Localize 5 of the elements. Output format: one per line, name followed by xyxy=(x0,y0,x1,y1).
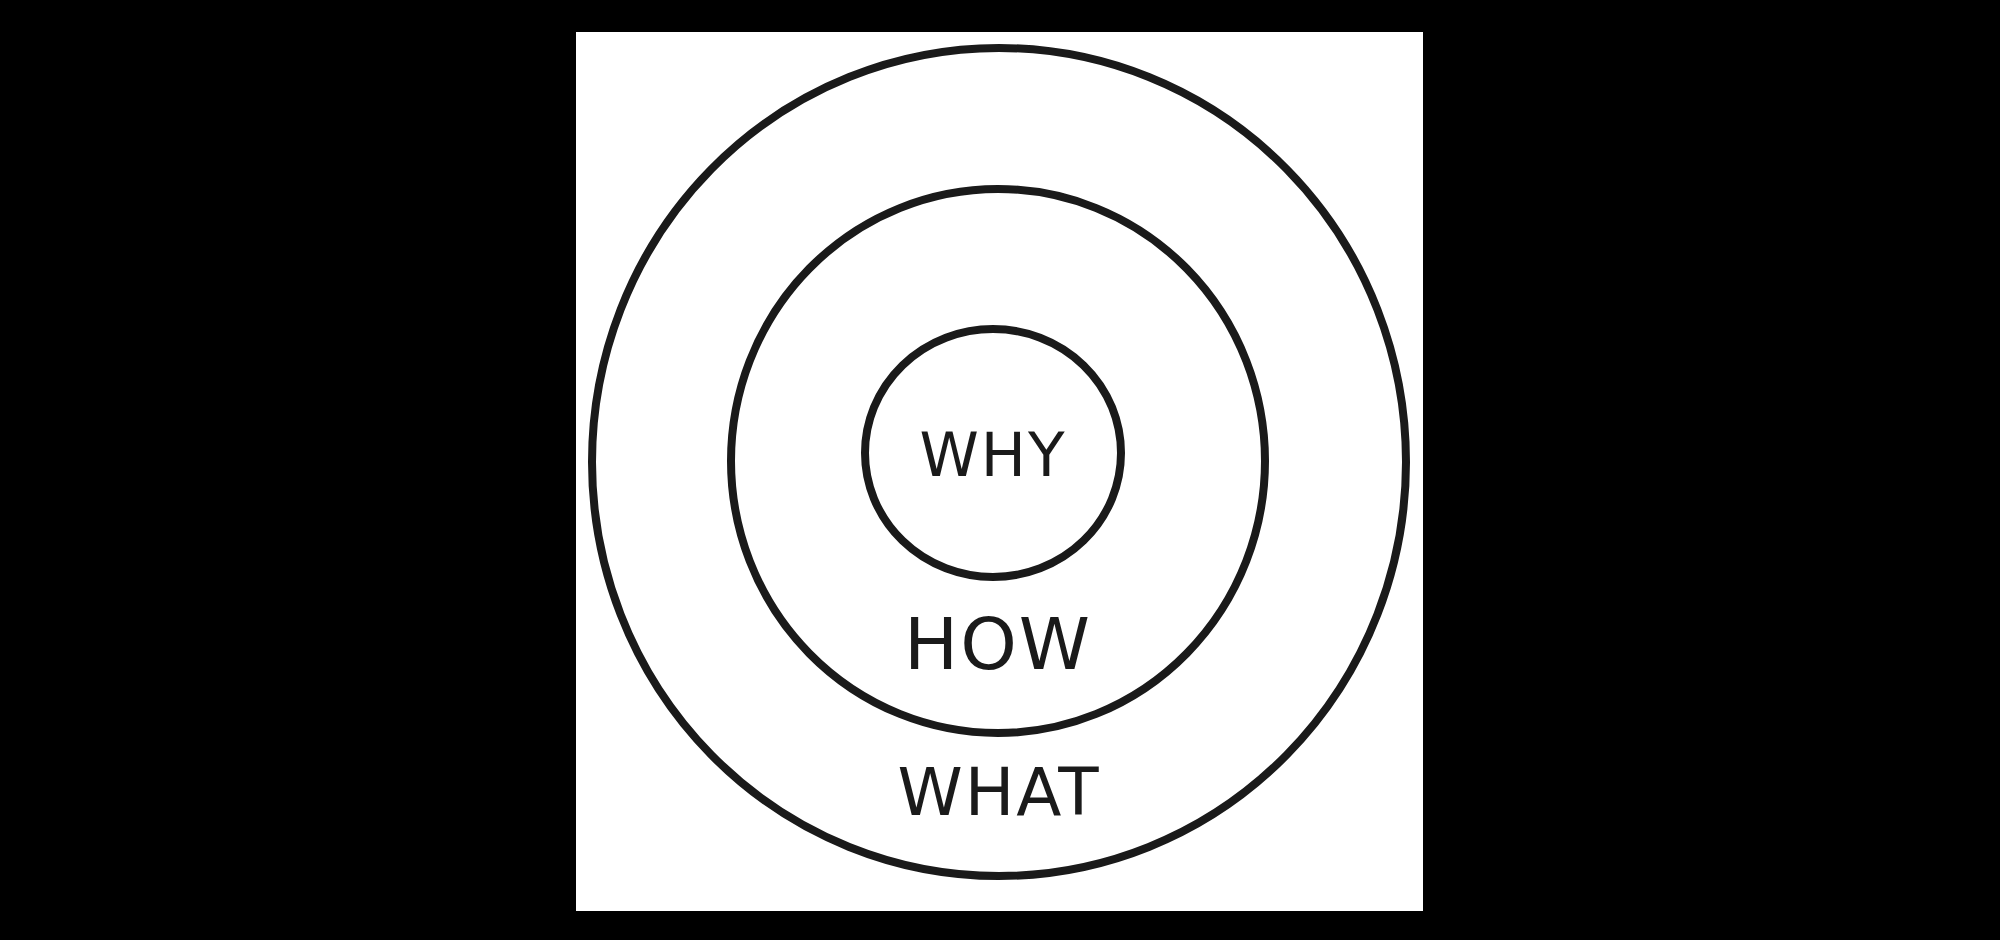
ring-circle xyxy=(861,325,1125,581)
ring-circle xyxy=(727,185,1269,737)
circle-label: WHY xyxy=(918,425,1068,485)
circle-label: WHAT xyxy=(896,760,1102,826)
circle-label: HOW xyxy=(903,608,1093,680)
